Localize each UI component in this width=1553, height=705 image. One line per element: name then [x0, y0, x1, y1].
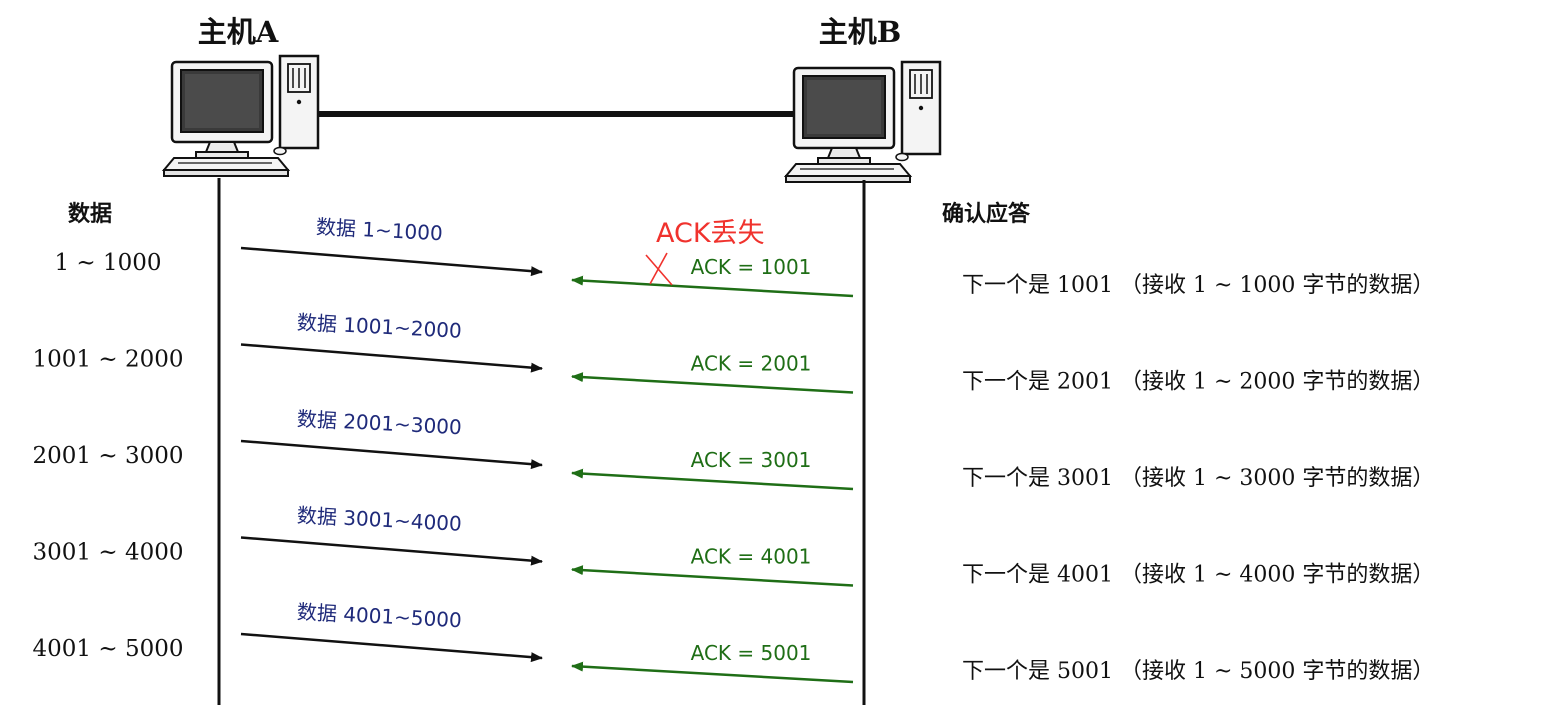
data-segment-arrow	[240, 439, 543, 470]
ack-lost-label: ACK丢失	[656, 218, 765, 249]
ack-note-label: 下一个是 1001 （接收 1 ~ 1000 字节的数据）	[962, 273, 1434, 298]
ack-note-label: 下一个是 4001 （接收 1 ~ 4000 字节的数据）	[962, 563, 1434, 588]
byte-range-label: 2001 ~ 3000	[33, 443, 184, 469]
ack-note-label: 下一个是 3001 （接收 1 ~ 3000 字节的数据）	[962, 466, 1434, 491]
data-segment-label: 数据 1~1000	[315, 215, 443, 246]
data-column-header: 数据	[68, 201, 112, 227]
ack-label: ACK = 2001	[691, 352, 812, 376]
byte-range-label: 1 ~ 1000	[54, 250, 161, 276]
data-segment-label: 数据 4001~5000	[296, 600, 462, 633]
host-a-title: 主机A	[198, 15, 279, 49]
data-segment-arrow	[240, 632, 543, 663]
ack-label: ACK = 1001	[691, 255, 812, 279]
ack-label: ACK = 3001	[691, 448, 812, 472]
ack-label: ACK = 5001	[691, 641, 812, 665]
data-segment-arrow	[240, 246, 543, 277]
data-segment-arrow	[240, 343, 543, 373]
ack-label: ACK = 4001	[691, 545, 812, 569]
ack-note-label: 下一个是 2001 （接收 1 ~ 2000 字节的数据）	[962, 370, 1434, 395]
ack-arrow	[571, 372, 854, 394]
ack-note-label: 下一个是 5001 （接收 1 ~ 5000 字节的数据）	[962, 659, 1434, 684]
byte-range-label: 4001 ~ 5000	[33, 636, 184, 662]
host-b-title: 主机B	[819, 15, 902, 49]
host-a-computer-icon	[162, 54, 320, 178]
ack-column-header: 确认应答	[942, 201, 1031, 227]
byte-range-label: 3001 ~ 4000	[33, 540, 184, 566]
ack-lost-cross-icon	[645, 252, 673, 286]
ack-arrow	[571, 661, 854, 684]
ack-arrow	[571, 468, 854, 491]
data-segment-arrow	[240, 536, 543, 566]
byte-range-label: 1001 ~ 2000	[33, 347, 184, 373]
ack-arrow	[571, 275, 854, 298]
data-segment-label: 数据 1001~2000	[296, 310, 462, 343]
host-b-computer-icon	[784, 60, 942, 184]
data-segment-label: 数据 2001~3000	[296, 407, 462, 440]
data-segment-label: 数据 3001~4000	[296, 503, 462, 536]
ack-arrow	[571, 565, 854, 587]
